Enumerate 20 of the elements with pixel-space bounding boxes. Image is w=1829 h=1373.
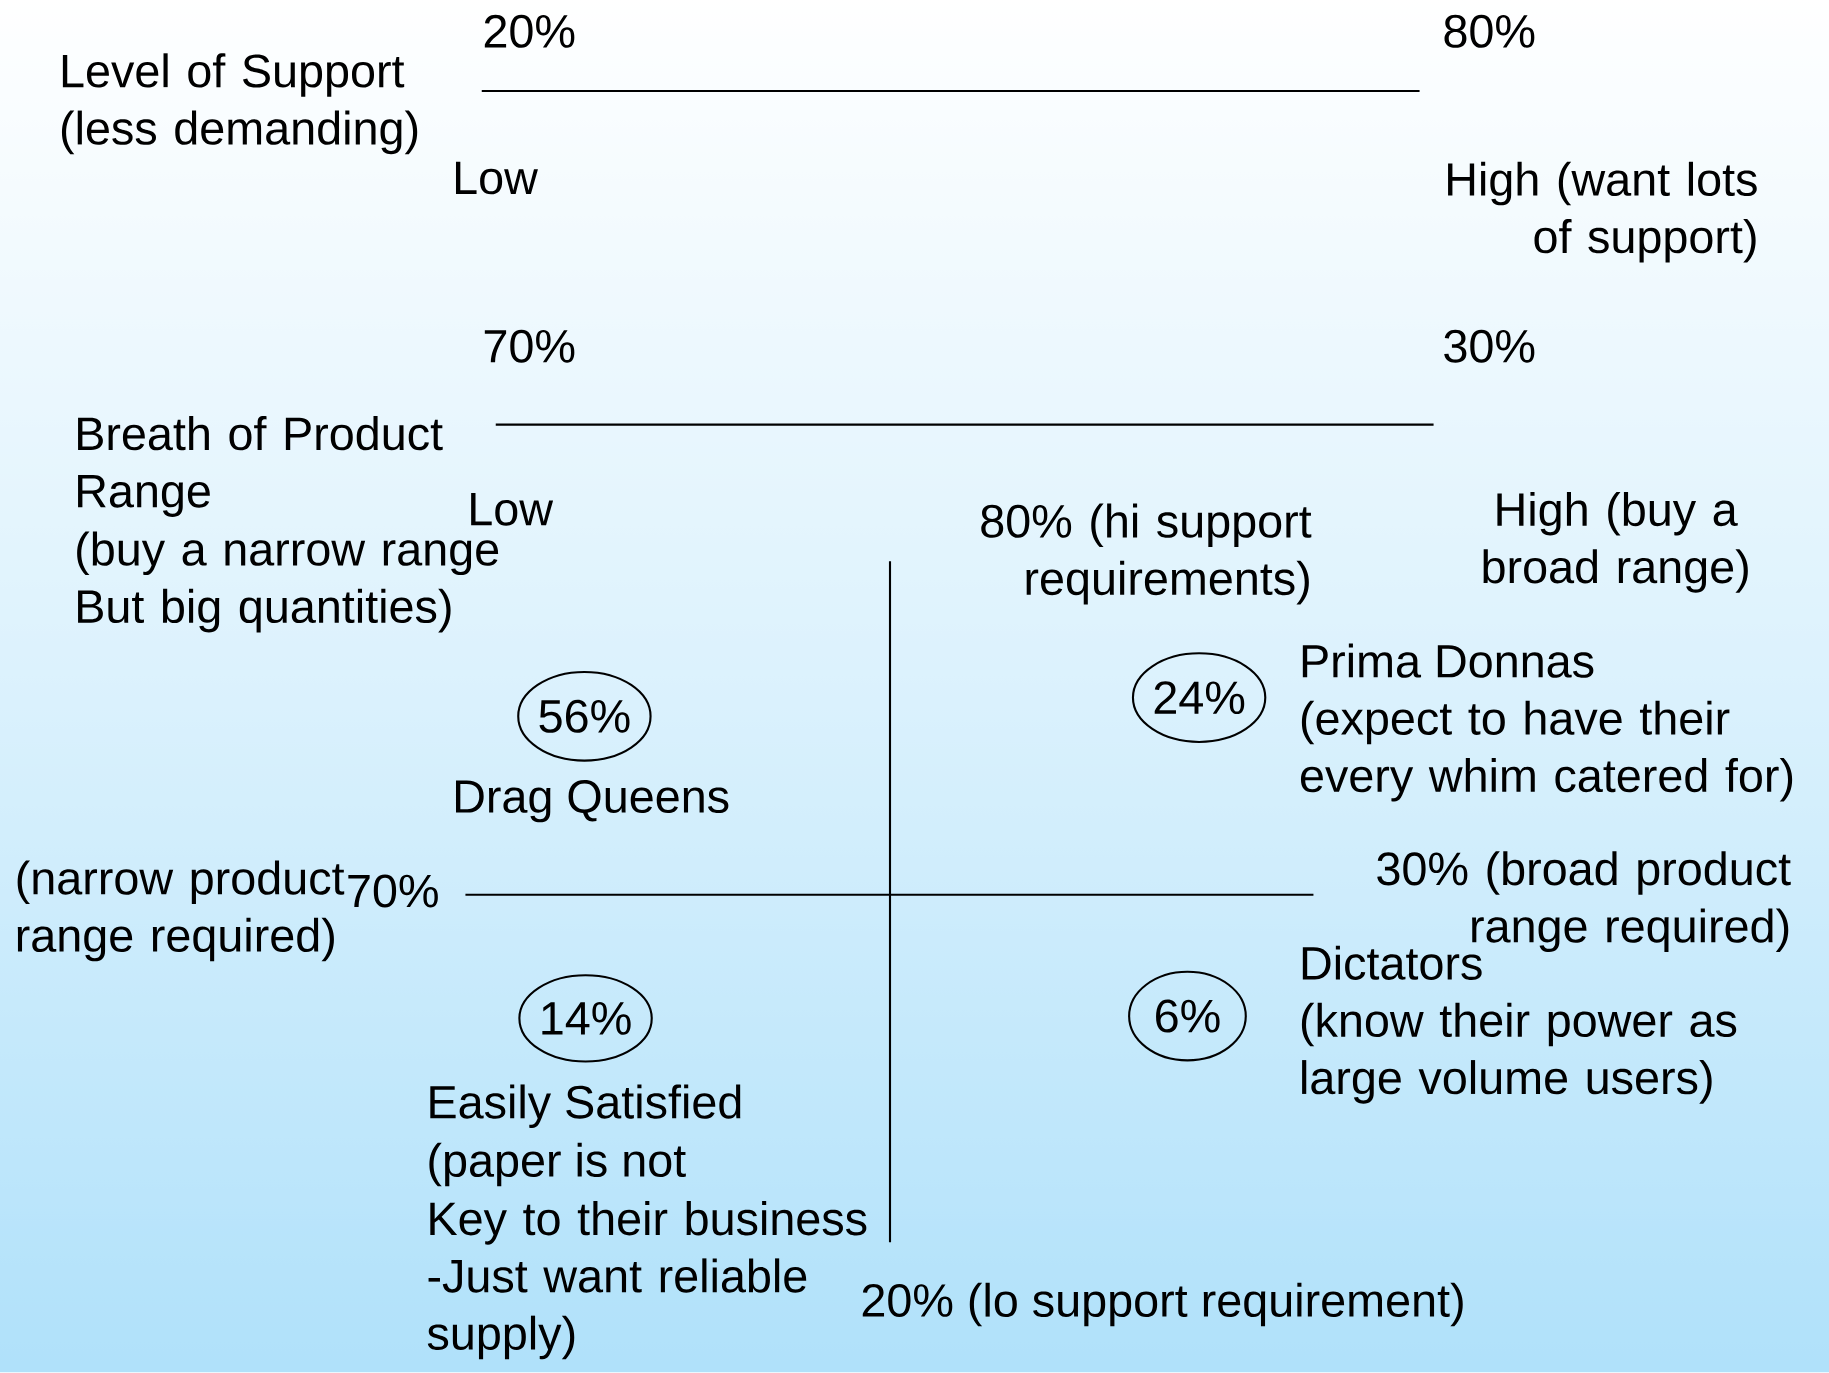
scale-value: 70% <box>484 329 575 363</box>
scale-end-label: High (want lots of support) <box>1448 161 1757 263</box>
scale-value: 30% <box>1444 329 1535 363</box>
axis-label: (narrow product range required) <box>17 860 345 962</box>
scale-value: 20% <box>484 14 575 48</box>
axis-label: 80% (hi support requirements) <box>981 503 1312 605</box>
segment-label: Easily Satisfied <box>430 1084 741 1128</box>
scale-title: Level of Support (less demanding) <box>61 53 418 155</box>
axis-value: 70% <box>348 874 438 908</box>
segment-label: Prima Donnas <box>1302 643 1594 678</box>
scale-title: (buy a narrow range But big quantities) <box>77 531 499 633</box>
segment-label: Drag Queens <box>456 780 729 823</box>
scale-end-label: Low <box>456 161 538 195</box>
scale-value: 80% <box>1444 14 1535 48</box>
scale-end-label: High (buy a broad range) <box>1483 491 1748 593</box>
segment-label: (know their power as large volume users) <box>1301 1002 1737 1104</box>
scale-end-label: Low <box>471 493 554 526</box>
scale-title: Breath of Product Range <box>78 416 443 517</box>
segment-label: (expect to have their every whim catered for) <box>1300 700 1793 802</box>
segment-label: (paper is not <box>429 1142 686 1187</box>
